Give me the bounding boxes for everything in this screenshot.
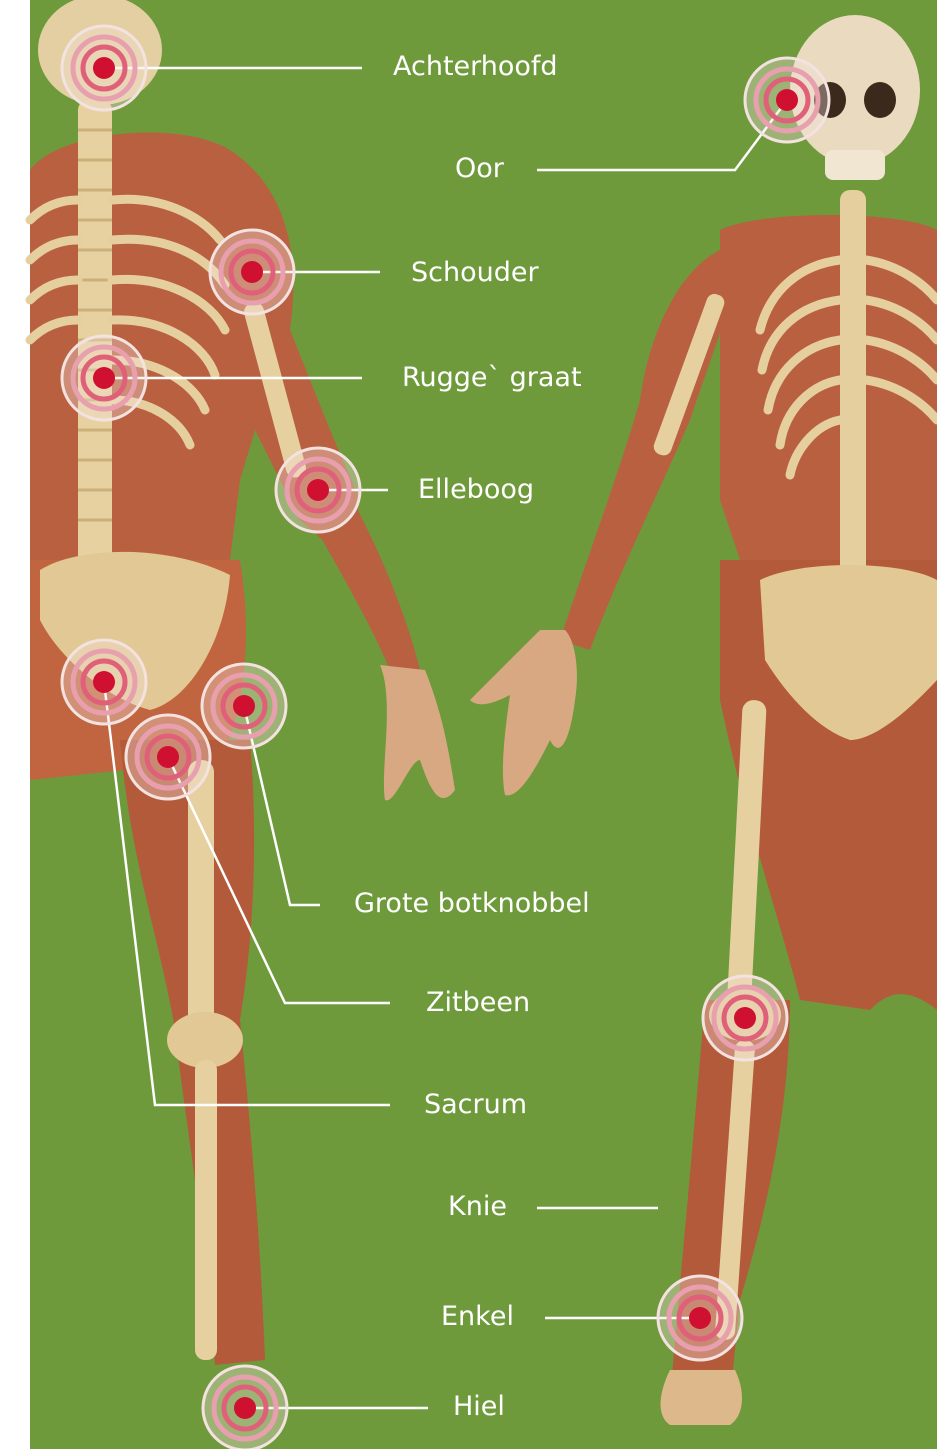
label-zitbeen: Zitbeen	[426, 986, 530, 1020]
marker-elleboog	[276, 448, 360, 532]
label-enkel: Enkel	[441, 1300, 514, 1334]
marker-grote-botknobbel	[202, 664, 286, 748]
front-figure	[470, 15, 937, 1425]
label-sacrum: Sacrum	[424, 1088, 527, 1122]
marker-oor	[745, 58, 829, 142]
marker-schouder	[210, 230, 294, 314]
label-oor: Oor	[455, 152, 504, 186]
marker-knie	[703, 976, 787, 1060]
marker-sacrum	[62, 640, 146, 724]
label-grote-botknobbel: Grote botknobbel	[354, 887, 590, 921]
marker-zitbeen	[126, 715, 210, 799]
label-schouder: Schouder	[411, 256, 539, 290]
label-knie: Knie	[448, 1190, 507, 1224]
marker-enkel	[658, 1276, 742, 1360]
label-hiel: Hiel	[453, 1390, 505, 1424]
label-ruggegraat: Rugge` graat	[402, 361, 582, 395]
marker-hiel	[203, 1366, 287, 1449]
label-elleboog: Elleboog	[418, 473, 534, 507]
marker-ruggegraat	[62, 336, 146, 420]
marker-achterhoofd	[62, 26, 146, 110]
label-achterhoofd: Achterhoofd	[393, 50, 558, 84]
